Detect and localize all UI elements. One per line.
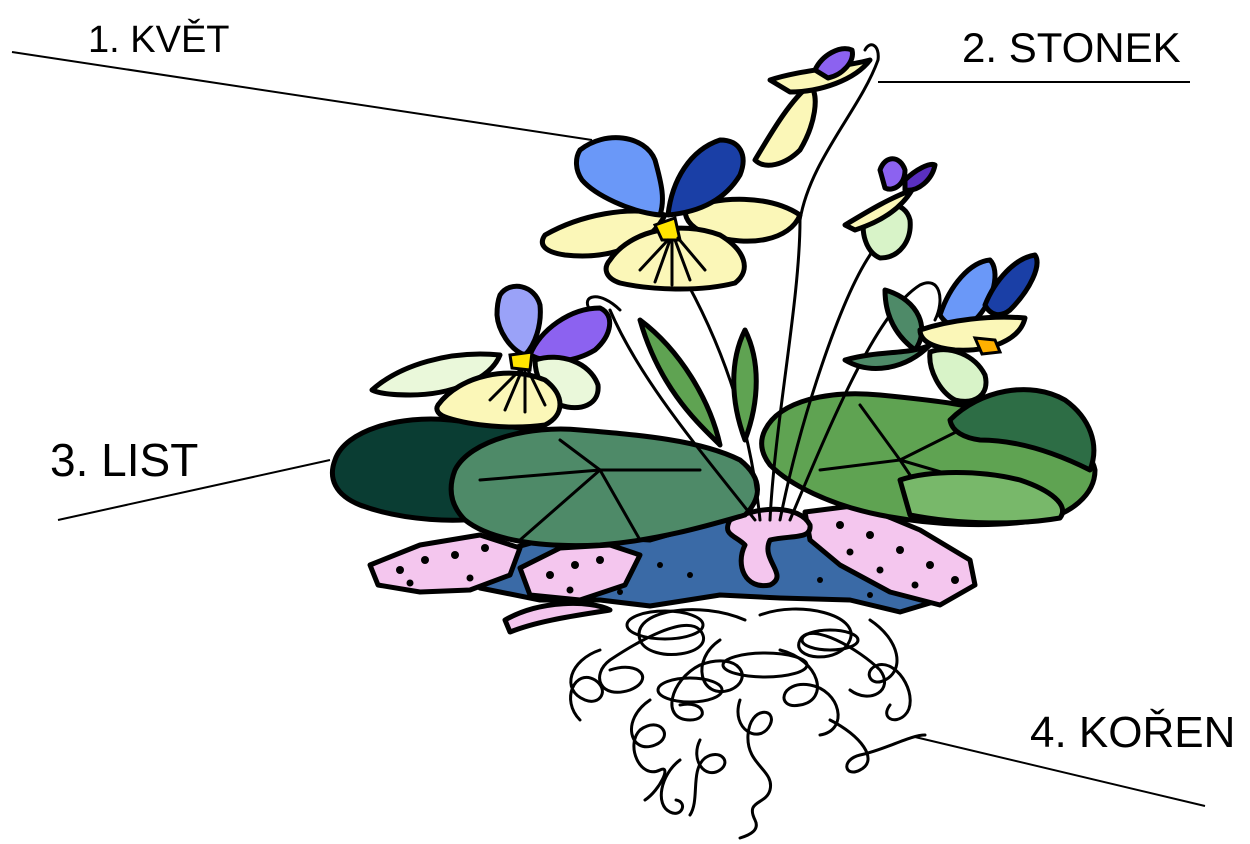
narrow-leaf-center <box>734 330 757 440</box>
label-stem: 2. STONEK <box>962 24 1181 71</box>
label-root: 4. KOŘEN <box>1030 708 1235 757</box>
flower-left <box>372 286 610 427</box>
roots <box>571 609 925 838</box>
flower-right <box>920 255 1037 401</box>
label-flower: 1. KVĚT <box>88 18 230 61</box>
narrow-leaf-right <box>885 290 922 350</box>
leader-line-flower <box>12 52 592 140</box>
label-leaf: 3. LIST <box>50 434 198 486</box>
root-strand-pink <box>505 603 610 632</box>
narrow-leaf-far-right <box>845 345 930 368</box>
bud-middle <box>845 159 935 258</box>
